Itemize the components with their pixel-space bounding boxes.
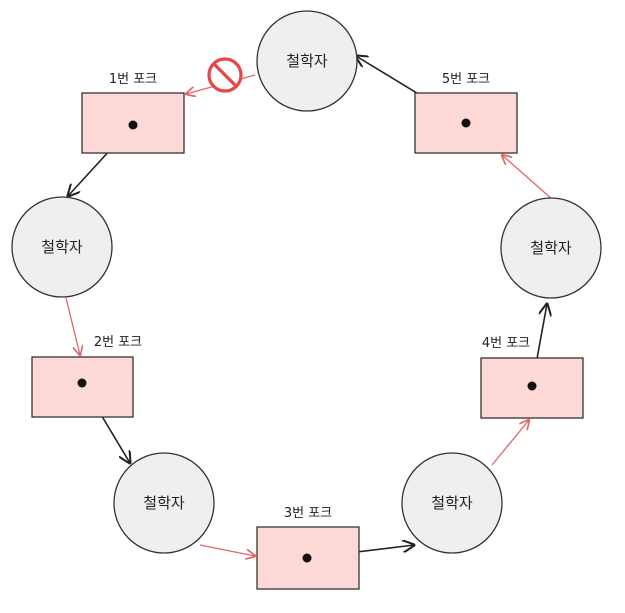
philosopher-4: 철학자 [401,452,503,554]
fork-1: 1번 포크 [81,72,185,154]
fork-dot [461,118,471,128]
philosopher-circle [113,452,215,554]
philosopher-1: 철학자 [256,10,358,112]
fork-label: 5번 포크 [442,72,490,87]
edge-p4-to-f4 [491,420,529,466]
edge-p3-to-f3 [199,544,255,556]
philosopher-circle [401,452,503,554]
fork-dot [77,378,87,388]
fork-label: 1번 포크 [109,72,157,87]
fork-label: 4번 포크 [482,336,530,351]
philosopher-3: 철학자 [113,452,215,554]
fork-4: 4번 포크 [480,336,584,419]
fork-box [31,356,134,418]
fork-5: 5번 포크 [414,72,518,154]
forks-layer: 1번 포크 2번 포크 3번 포크 4번 포크 5번 포크 [31,72,584,590]
no-entry-icon [207,57,243,93]
fork-label: 2번 포크 [94,335,142,350]
fork-dot [128,120,138,130]
edge-p2-to-f2 [65,297,80,355]
fork-3: 3번 포크 [256,506,360,590]
philosopher-label: 철학자 [143,494,185,512]
philosopher-label: 철학자 [530,239,572,257]
fork-dot [527,381,537,391]
philosopher-label: 철학자 [431,494,473,512]
philosopher-circle [256,10,358,112]
philosopher-5: 철학자 [500,197,602,299]
philosopher-label: 철학자 [41,238,83,256]
fork-2: 2번 포크 [31,335,142,418]
philosopher-label: 철학자 [286,52,328,70]
fork-dot [302,553,312,563]
icons-layer [207,57,243,93]
edge-p5-to-f5 [502,155,554,201]
philosopher-circle [11,196,113,298]
philosopher-2: 철학자 [11,196,113,298]
fork-label: 3번 포크 [284,506,332,521]
philosopher-circle [500,197,602,299]
